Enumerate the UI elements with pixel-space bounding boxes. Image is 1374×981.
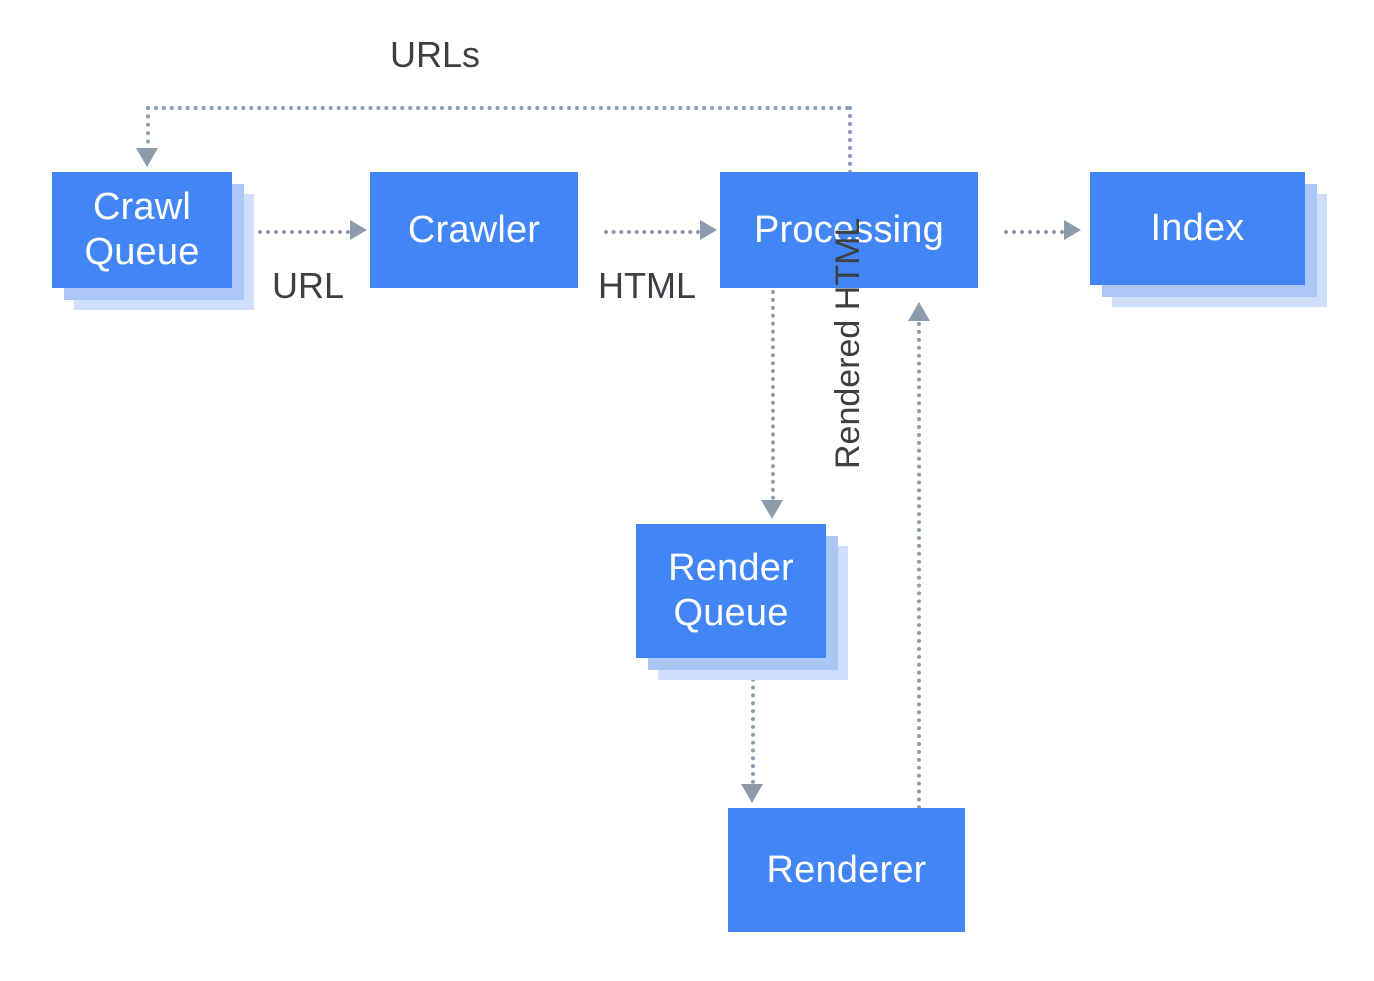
node-renderer[interactable]: Renderer: [728, 808, 965, 932]
edge-to-index-line: [1004, 230, 1064, 234]
arrowhead-right-icon-url: [350, 220, 367, 240]
node-crawler[interactable]: Crawler: [370, 172, 578, 288]
edge-to-renderer-line: [751, 662, 755, 784]
edge-label-url: URL: [272, 265, 345, 306]
node-crawl-queue[interactable]: Crawl Queue: [52, 172, 232, 288]
arrowhead-right-icon-html: [700, 220, 717, 240]
edge-label-html: HTML: [598, 265, 696, 306]
node-processing[interactable]: Processing: [720, 172, 978, 288]
edge-urls-span: [146, 106, 850, 110]
edge-label-urls: URLs: [390, 34, 481, 75]
arrowhead-down-icon-renderer: [741, 784, 763, 803]
arrowhead-down-icon-urls: [136, 148, 158, 167]
edge-label-rendered-html: Rendered HTML: [829, 217, 867, 469]
node-index[interactable]: Index: [1090, 172, 1305, 285]
edge-to-render-queue-line: [771, 290, 775, 500]
edge-rendered-html-line: [917, 322, 921, 810]
arrowhead-right-icon-index: [1064, 220, 1081, 240]
edge-urls-drop: [146, 106, 150, 152]
arrowhead-down-icon-render-queue: [761, 500, 783, 519]
edge-url-line: [258, 230, 350, 234]
edge-urls-riser: [848, 106, 852, 174]
edge-html-line: [604, 230, 700, 234]
node-render-queue[interactable]: Render Queue: [636, 524, 826, 658]
arrowhead-up-icon-rendered-html: [908, 302, 930, 321]
